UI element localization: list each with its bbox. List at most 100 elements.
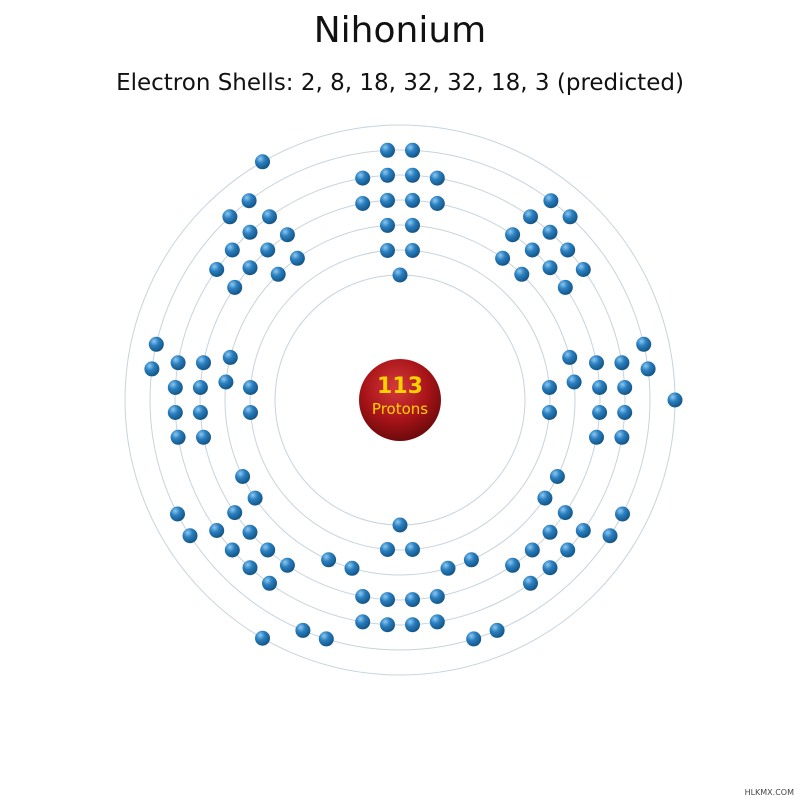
electron-shell-7 <box>667 392 683 408</box>
electron-shell-3 <box>549 469 565 484</box>
electron-shell-6 <box>182 528 198 544</box>
electron-shell-4 <box>557 505 573 521</box>
electron-shell-6 <box>489 622 505 638</box>
electron-shell-3 <box>270 266 286 282</box>
electron-shell-5 <box>575 523 591 538</box>
electron-shell-5 <box>209 262 225 277</box>
electron-shell-3 <box>514 266 530 282</box>
electron-shell-5 <box>617 405 633 420</box>
electron-shell-4 <box>589 355 604 371</box>
electron-shell-5 <box>560 542 576 558</box>
electron-shell-5 <box>170 429 186 445</box>
electron-shell-4 <box>355 196 371 211</box>
electron-shell-6 <box>562 209 578 225</box>
electron-shell-3 <box>440 560 456 576</box>
shell-ring-3 <box>224 224 576 576</box>
electron-shell-3 <box>321 552 337 568</box>
shell-ring-4 <box>199 199 601 601</box>
electron-shell-3 <box>380 217 395 233</box>
electron-shell-6 <box>144 361 160 377</box>
electron-shell-4 <box>355 589 371 604</box>
electron-shell-6 <box>380 142 395 158</box>
electron-shell-5 <box>429 170 445 186</box>
electron-shell-4 <box>557 279 573 295</box>
electron-shell-3 <box>222 349 238 365</box>
electron-shell-4 <box>405 592 420 608</box>
electron-shell-5 <box>429 614 445 630</box>
electron-shells-subtitle: Electron Shells: 2, 8, 18, 32, 32, 18, 3… <box>116 70 684 96</box>
electron-shell-5 <box>242 224 258 240</box>
electron-shell-5 <box>224 542 240 558</box>
electron-shell-6 <box>318 631 334 647</box>
electron-shell-4 <box>380 192 395 208</box>
electron-shell-5 <box>167 405 183 420</box>
electron-shell-2 <box>243 380 258 395</box>
electron-shell-5 <box>262 209 277 225</box>
electron-shell-5 <box>380 167 395 183</box>
electron-shell-4 <box>542 524 558 540</box>
electron-shell-2 <box>380 542 395 557</box>
electron-shell-4 <box>524 242 540 258</box>
electron-shell-3 <box>405 217 420 233</box>
electron-shell-4 <box>192 380 208 395</box>
electron-shell-4 <box>592 405 608 420</box>
electron-shell-5 <box>355 614 371 630</box>
page-title: Nihonium <box>313 10 487 51</box>
electron-shell-5 <box>575 262 591 277</box>
electron-shell-2 <box>542 380 557 395</box>
electron-shell-5 <box>523 575 538 591</box>
electron-shell-3 <box>562 349 578 365</box>
electron-shell-6 <box>615 506 630 522</box>
electron-shell-5 <box>242 560 258 576</box>
electron-shell-4 <box>192 405 208 420</box>
protons-label: Protons <box>372 400 428 418</box>
electron-shell-3 <box>344 560 360 576</box>
electron-shell-4 <box>505 557 521 573</box>
electron-shell-4 <box>227 279 243 295</box>
electron-shell-5 <box>209 523 225 538</box>
electron-shell-4 <box>260 242 276 258</box>
electron-shell-5 <box>617 380 633 395</box>
proton-count: 113 <box>377 374 423 399</box>
electron-shell-5 <box>355 170 371 186</box>
shell-ring-2 <box>249 249 551 551</box>
electron-shell-7 <box>255 154 270 170</box>
electron-shell-5 <box>405 167 420 183</box>
electron-shell-6 <box>148 336 164 352</box>
electron-shell-3 <box>218 374 234 390</box>
electron-shell-4 <box>260 542 276 558</box>
electron-shell-4 <box>429 196 445 211</box>
electron-shell-4 <box>196 429 211 445</box>
electron-shell-3 <box>463 552 479 568</box>
electron-shell-5 <box>542 560 558 576</box>
electron-shell-2 <box>542 405 557 420</box>
electron-shell-3 <box>495 250 511 266</box>
electron-shell-4 <box>279 227 295 243</box>
electron-shell-2 <box>405 542 420 557</box>
electron-shell-4 <box>405 192 420 208</box>
electron-shell-6 <box>466 631 482 647</box>
electron-shell-6 <box>602 528 618 544</box>
electron-shell-5 <box>542 224 558 240</box>
electron-shell-2 <box>405 243 420 258</box>
electron-shell-4 <box>242 524 258 540</box>
electron-shell-6 <box>640 361 656 377</box>
nucleus-circle <box>359 359 441 441</box>
electron-shell-4 <box>429 589 445 604</box>
electron-shell-1 <box>392 517 408 533</box>
electron-shell-2 <box>380 243 395 258</box>
electron-shell-4 <box>279 557 295 573</box>
electron-shell-4 <box>592 380 608 395</box>
shell-ring-6 <box>149 149 651 651</box>
electron-shell-5 <box>380 617 395 633</box>
shell-ring-5 <box>174 174 626 626</box>
electron-shell-5 <box>560 242 576 258</box>
electron-shell-4 <box>380 592 395 608</box>
electron-shell-6 <box>170 506 185 522</box>
electron-shell-6 <box>405 142 420 158</box>
electron-shell-4 <box>524 542 540 558</box>
electron-shell-5 <box>614 429 630 445</box>
electrons <box>144 142 683 647</box>
watermark: HLKMX.COM <box>744 788 794 797</box>
